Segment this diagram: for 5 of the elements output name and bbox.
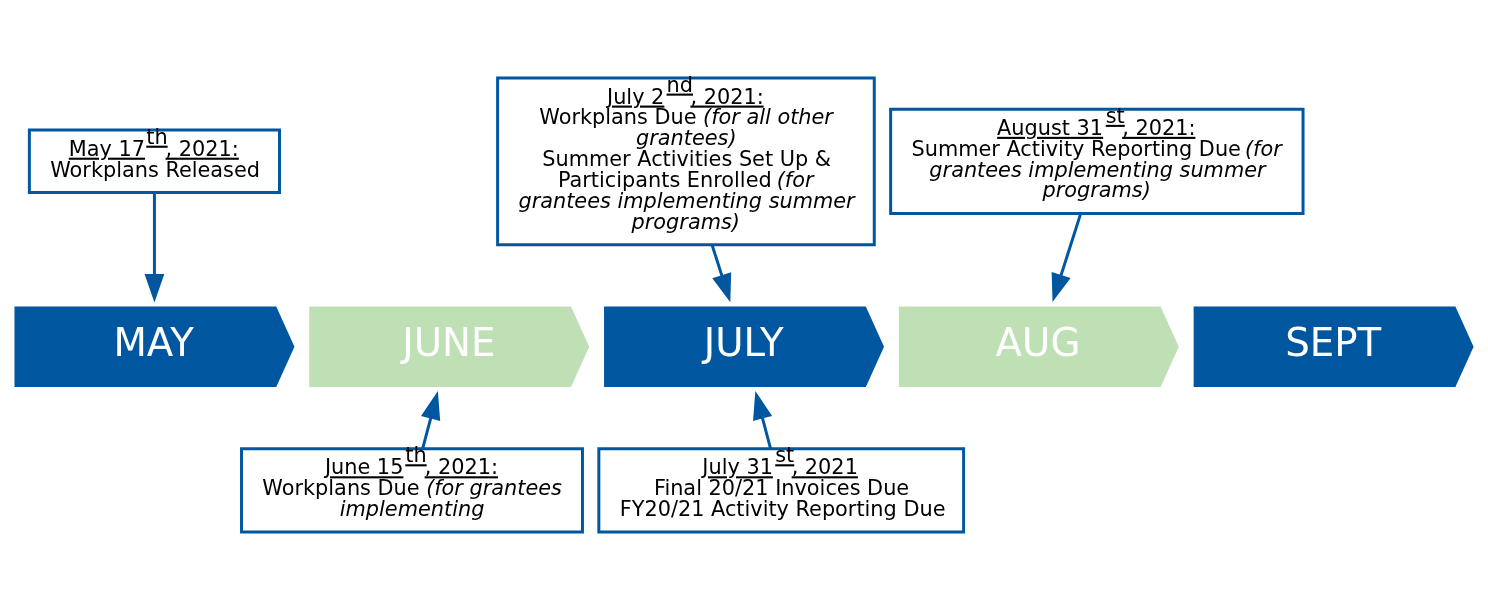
arrow [144, 192, 165, 303]
arrow [1051, 213, 1083, 303]
arrow [710, 244, 732, 303]
arrow [421, 391, 441, 449]
arrow [753, 391, 773, 449]
